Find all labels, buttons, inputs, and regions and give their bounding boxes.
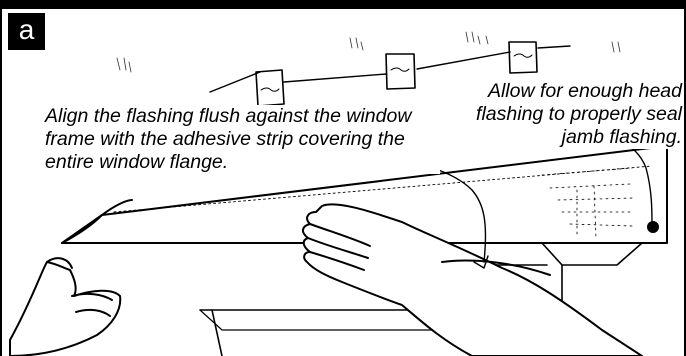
callout-head-flashing: Allow for enough head flashing to proper… bbox=[442, 80, 686, 149]
window-frame-right bbox=[542, 243, 642, 265]
panel-label: a bbox=[8, 13, 45, 50]
left-hand bbox=[10, 258, 120, 356]
tape-tab bbox=[386, 54, 415, 89]
tape-tab bbox=[256, 70, 284, 106]
wall-texture bbox=[117, 32, 620, 72]
callout-align-flashing: Align the flashing flush against the win… bbox=[45, 105, 440, 174]
tape-tab bbox=[509, 42, 537, 73]
paper-tape-line bbox=[417, 52, 510, 69]
paper-tape-line bbox=[284, 74, 386, 82]
paper-tape-line bbox=[538, 46, 570, 48]
leader-dot bbox=[647, 221, 659, 233]
paper-tape-line bbox=[210, 72, 260, 92]
